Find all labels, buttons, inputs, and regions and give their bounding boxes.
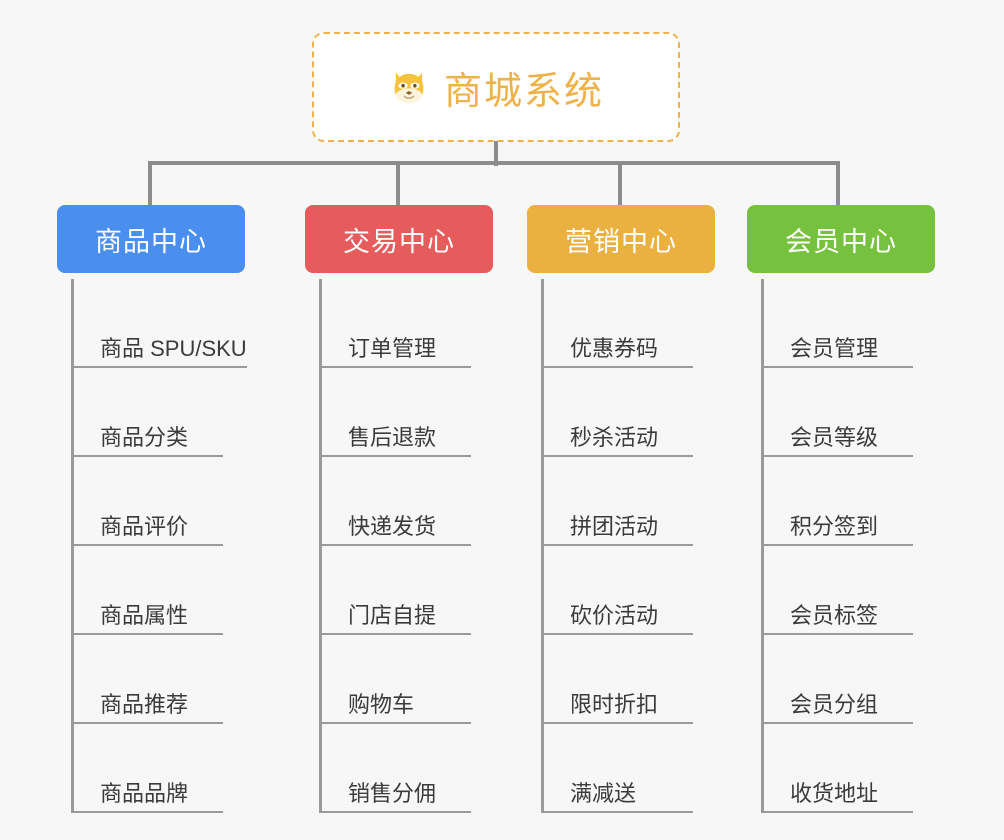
dog-face-icon [388, 66, 430, 108]
root-node[interactable]: 商城系统 [312, 32, 680, 142]
leaf-label: 售后退款 [348, 424, 437, 450]
leaf-label: 会员管理 [790, 335, 879, 361]
connector-root-stem [494, 141, 498, 166]
category-column-marketing: 营销中心 优惠券码 秒杀活动 拼团活动 砍价活动 限时折扣 满减送 [527, 205, 715, 813]
leaf-label: 会员标签 [790, 602, 879, 628]
list-item[interactable]: 收货地址 [763, 724, 913, 813]
list-item[interactable]: 秒杀活动 [543, 368, 693, 457]
category-column-trade: 交易中心 订单管理 售后退款 快递发货 门店自提 购物车 销售分佣 [305, 205, 493, 813]
leaf-label: 拼团活动 [570, 513, 659, 539]
leaf-spine [71, 279, 74, 813]
leaf-label: 订单管理 [348, 335, 437, 361]
category-header-trade[interactable]: 交易中心 [305, 205, 493, 273]
leaf-label: 商品分类 [100, 424, 189, 450]
leaf-label: 优惠券码 [570, 335, 659, 361]
list-item[interactable]: 商品推荐 [73, 635, 223, 724]
connector-drop-2 [396, 163, 400, 207]
leaf-spine [319, 279, 322, 813]
leaf-list-product: 商品 SPU/SKU 商品分类 商品评价 商品属性 商品推荐 商品品牌 [71, 279, 247, 813]
connector-drop-3 [618, 163, 622, 207]
leaf-spine [761, 279, 764, 813]
leaf-label: 门店自提 [348, 602, 437, 628]
leaf-spine [541, 279, 544, 813]
leaf-label: 秒杀活动 [570, 424, 659, 450]
list-item[interactable]: 商品 SPU/SKU [73, 279, 247, 368]
list-item[interactable]: 购物车 [321, 635, 471, 724]
list-item[interactable]: 限时折扣 [543, 635, 693, 724]
leaf-label: 积分签到 [790, 513, 879, 539]
list-item[interactable]: 销售分佣 [321, 724, 471, 813]
list-item[interactable]: 会员分组 [763, 635, 913, 724]
list-item[interactable]: 满减送 [543, 724, 693, 813]
connector-drop-1 [148, 163, 152, 207]
leaf-label: 商品推荐 [100, 691, 189, 717]
leaf-label: 销售分佣 [348, 780, 437, 806]
leaf-list-member: 会员管理 会员等级 积分签到 会员标签 会员分组 收货地址 [761, 279, 935, 813]
category-column-member: 会员中心 会员管理 会员等级 积分签到 会员标签 会员分组 收货地址 [747, 205, 935, 813]
list-item[interactable]: 商品评价 [73, 457, 223, 546]
connector-drop-4 [836, 163, 840, 207]
leaf-list-trade: 订单管理 售后退款 快递发货 门店自提 购物车 销售分佣 [319, 279, 493, 813]
leaf-label: 会员分组 [790, 691, 879, 717]
list-item[interactable]: 商品分类 [73, 368, 223, 457]
leaf-label: 快递发货 [348, 513, 437, 539]
root-title: 商城系统 [443, 70, 604, 113]
list-item[interactable]: 订单管理 [321, 279, 471, 368]
list-item[interactable]: 售后退款 [321, 368, 471, 457]
list-item[interactable]: 会员标签 [763, 546, 913, 635]
list-item[interactable]: 商品属性 [73, 546, 223, 635]
leaf-label: 限时折扣 [570, 691, 659, 717]
category-header-member[interactable]: 会员中心 [747, 205, 935, 273]
category-column-product: 商品中心 商品 SPU/SKU 商品分类 商品评价 商品属性 商品推荐 商品品牌 [57, 205, 247, 813]
connector-horizontal-bus [148, 161, 840, 165]
list-item[interactable]: 砍价活动 [543, 546, 693, 635]
category-header-product[interactable]: 商品中心 [57, 205, 245, 273]
list-item[interactable]: 拼团活动 [543, 457, 693, 546]
list-item[interactable]: 会员等级 [763, 368, 913, 457]
leaf-label: 商品属性 [100, 602, 189, 628]
list-item[interactable]: 优惠券码 [543, 279, 693, 368]
leaf-label: 会员等级 [790, 424, 879, 450]
leaf-label: 满减送 [570, 780, 637, 806]
leaf-label: 收货地址 [790, 780, 879, 806]
list-item[interactable]: 门店自提 [321, 546, 471, 635]
list-item[interactable]: 会员管理 [763, 279, 913, 368]
leaf-label: 商品评价 [100, 513, 189, 539]
leaf-label: 商品 SPU/SKU [100, 335, 247, 361]
category-header-marketing[interactable]: 营销中心 [527, 205, 715, 273]
list-item[interactable]: 积分签到 [763, 457, 913, 546]
list-item[interactable]: 商品品牌 [73, 724, 223, 813]
leaf-list-marketing: 优惠券码 秒杀活动 拼团活动 砍价活动 限时折扣 满减送 [541, 279, 715, 813]
list-item[interactable]: 快递发货 [321, 457, 471, 546]
leaf-label: 商品品牌 [100, 780, 189, 806]
leaf-label: 砍价活动 [570, 602, 659, 628]
leaf-label: 购物车 [348, 691, 415, 717]
